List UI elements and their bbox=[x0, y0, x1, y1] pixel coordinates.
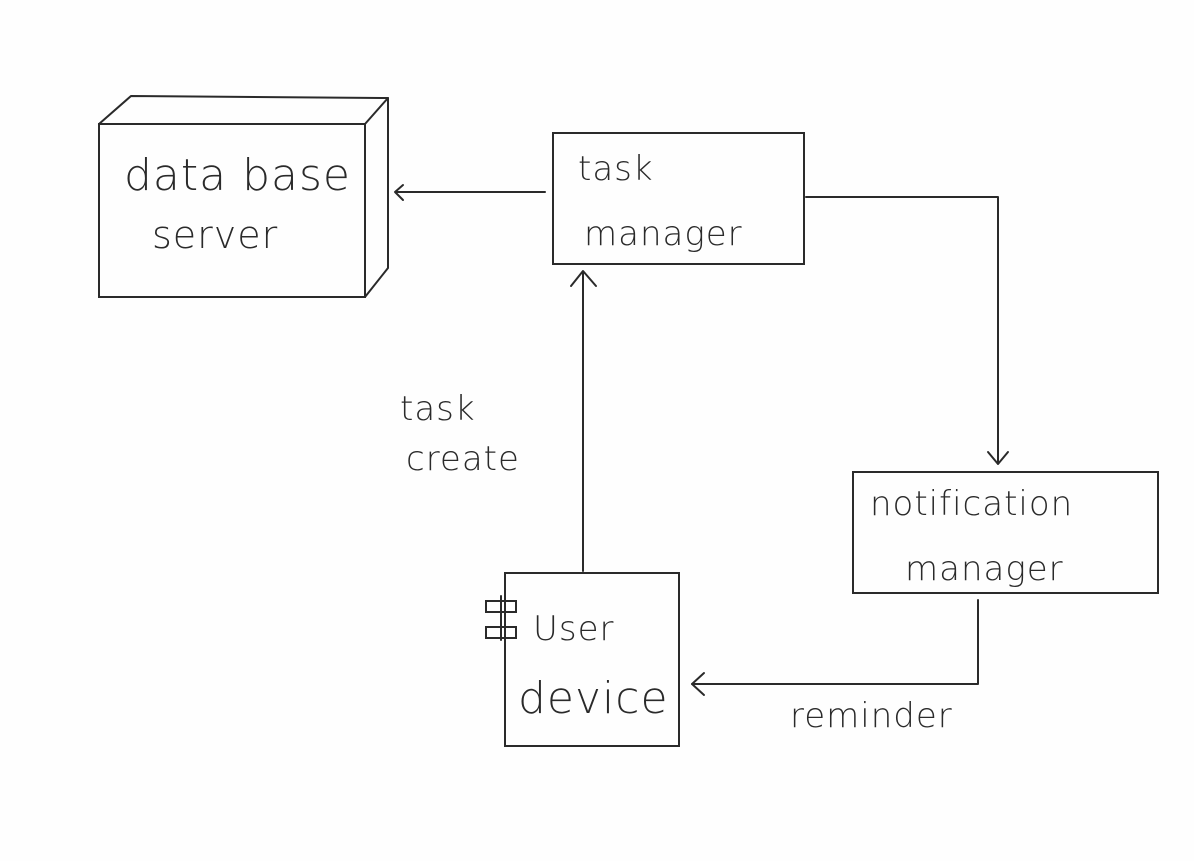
reminder-label: reminder bbox=[790, 696, 953, 736]
user-device-label-line2: device bbox=[518, 673, 669, 724]
task-create-label-line2: create bbox=[406, 439, 520, 479]
task-manager-label-line1: task bbox=[578, 149, 654, 189]
task-create-label-line1: task bbox=[400, 389, 476, 429]
edge-task-manager-to-notification bbox=[805, 196, 1009, 465]
arrowhead-icon bbox=[570, 270, 597, 287]
user-device-label-line1: User bbox=[533, 609, 615, 649]
arrowhead-icon bbox=[691, 672, 705, 696]
arrowhead-icon bbox=[987, 451, 1009, 465]
edge-notification-to-user-device: reminder bbox=[691, 599, 979, 736]
task-manager-node[interactable]: task manager bbox=[552, 132, 805, 265]
database-server-node[interactable]: data base server bbox=[98, 95, 389, 298]
component-icon bbox=[485, 595, 517, 641]
notification-manager-label-line2: manager bbox=[905, 549, 1064, 589]
task-manager-label-line2: manager bbox=[584, 214, 743, 254]
arrowhead-icon bbox=[394, 184, 404, 201]
database-server-label-line2: server bbox=[152, 213, 278, 257]
notification-manager-label-line1: notification bbox=[870, 484, 1073, 524]
edge-user-device-to-task-manager: task create bbox=[400, 270, 597, 572]
user-device-node[interactable]: User device bbox=[485, 572, 680, 747]
edge-task-manager-to-database bbox=[394, 184, 546, 201]
notification-manager-node[interactable]: notification manager bbox=[852, 471, 1159, 594]
database-server-label-line1: data base bbox=[124, 150, 351, 201]
